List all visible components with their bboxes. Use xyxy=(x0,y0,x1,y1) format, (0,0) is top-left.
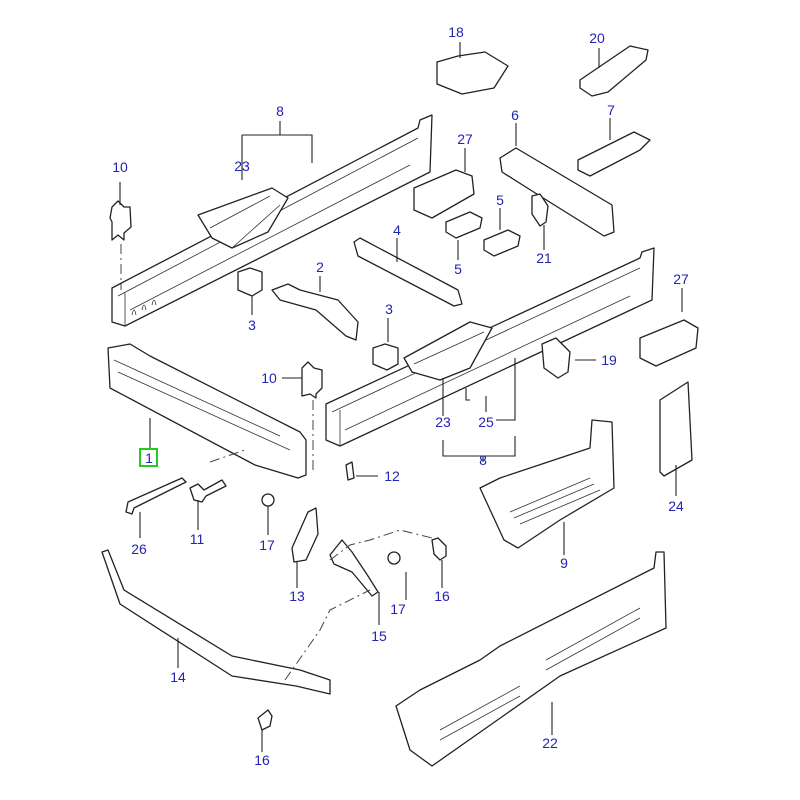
part-reinforcement-23-right[interactable] xyxy=(403,321,493,381)
part-crossmember-2[interactable] xyxy=(271,283,359,341)
callout-4[interactable]: 4 xyxy=(393,222,401,238)
part-bolt-16-lower[interactable] xyxy=(257,709,273,731)
callout-11[interactable]: 11 xyxy=(190,531,205,547)
callout-15[interactable]: 15 xyxy=(371,628,387,644)
part-bracket-21[interactable] xyxy=(531,193,549,227)
part-reinforcement-23-left[interactable] xyxy=(197,187,289,249)
callout-16-lower[interactable]: 16 xyxy=(254,752,270,768)
part-bolt-16-right[interactable] xyxy=(431,537,447,561)
selected-callout-highlight xyxy=(139,448,158,467)
part-bracket-20[interactable] xyxy=(579,45,649,97)
callout-2[interactable]: 2 xyxy=(316,259,324,275)
callout-27-upper[interactable]: 27 xyxy=(457,131,473,147)
callout-6[interactable]: 6 xyxy=(511,107,519,123)
dash-11 xyxy=(209,449,246,463)
callout-21[interactable]: 21 xyxy=(536,250,552,266)
part-bracket-13[interactable] xyxy=(291,507,319,563)
callout-10-upper[interactable]: 10 xyxy=(112,159,128,175)
part-panel-7[interactable] xyxy=(577,131,651,177)
part-bracket-3-left[interactable] xyxy=(237,267,263,297)
part-nut-17-right[interactable] xyxy=(387,551,401,565)
callout-1[interactable]: 1 xyxy=(145,450,153,466)
callout-24[interactable]: 24 xyxy=(668,498,684,514)
part-crossmember-6[interactable] xyxy=(499,147,615,237)
part-bracket-3-right[interactable] xyxy=(372,343,399,371)
callout-12[interactable]: 12 xyxy=(384,468,400,484)
callout-18[interactable]: 18 xyxy=(448,24,464,40)
callout-23-lower[interactable]: 23 xyxy=(435,414,451,430)
part-crossmember-4[interactable] xyxy=(353,237,463,307)
callout-7[interactable]: 7 xyxy=(607,102,615,118)
part-bracket-19[interactable] xyxy=(541,337,571,379)
part-bracket-15[interactable] xyxy=(329,539,379,597)
callout-16-right[interactable]: 16 xyxy=(434,588,450,604)
callout-5-upper[interactable]: 5 xyxy=(496,192,504,208)
callout-27-lower[interactable]: 27 xyxy=(673,271,689,287)
callout-17-left[interactable]: 17 xyxy=(259,537,275,553)
callout-3-left[interactable]: 3 xyxy=(248,317,256,333)
part-clip-12[interactable] xyxy=(345,461,355,481)
callout-22[interactable]: 22 xyxy=(542,735,558,751)
callout-23-upper[interactable]: 23 xyxy=(234,158,250,174)
part-plate-10-lower[interactable] xyxy=(301,361,323,399)
callout-14[interactable]: 14 xyxy=(170,669,186,685)
part-pad-5-left[interactable] xyxy=(445,211,483,239)
callout-25[interactable]: 25 xyxy=(478,414,494,430)
callout-3-right[interactable]: 3 xyxy=(385,301,393,317)
callout-9[interactable]: 9 xyxy=(560,555,568,571)
callout-20[interactable]: 20 xyxy=(589,30,605,46)
part-nut-17-left[interactable] xyxy=(261,493,275,507)
part-pin-26[interactable] xyxy=(125,477,187,515)
leader-lines xyxy=(119,42,683,752)
callout-5-lower[interactable]: 5 xyxy=(454,261,462,277)
callout-26[interactable]: 26 xyxy=(131,541,147,557)
part-bracket-27-upper[interactable] xyxy=(413,169,475,219)
part-floor-pan-9[interactable] xyxy=(479,419,615,549)
callout-8-lower[interactable]: 8 xyxy=(479,452,487,468)
part-floor-plate-18[interactable] xyxy=(436,51,509,95)
part-plate-10-upper[interactable] xyxy=(109,200,132,241)
callout-13[interactable]: 13 xyxy=(289,588,305,604)
part-bracket-27-lower[interactable] xyxy=(639,319,699,367)
part-bolt-11[interactable] xyxy=(189,479,227,503)
part-pillar-24[interactable] xyxy=(659,381,693,477)
callout-8-upper[interactable]: 8 xyxy=(276,103,284,119)
part-bar-14[interactable] xyxy=(101,549,331,695)
part-floor-pan-22[interactable] xyxy=(395,551,667,767)
callout-17-right[interactable]: 17 xyxy=(390,601,406,617)
part-bumper-beam-1[interactable] xyxy=(107,343,307,479)
dash-15 xyxy=(329,529,441,561)
callout-labels: 1 2 3 3 4 5 5 6 7 8 8 9 10 10 11 12 13 1… xyxy=(112,24,689,768)
callout-10-lower[interactable]: 10 xyxy=(261,370,277,386)
dash-14 xyxy=(284,589,371,681)
part-pad-5-right[interactable] xyxy=(483,229,521,257)
callout-19[interactable]: 19 xyxy=(601,352,617,368)
